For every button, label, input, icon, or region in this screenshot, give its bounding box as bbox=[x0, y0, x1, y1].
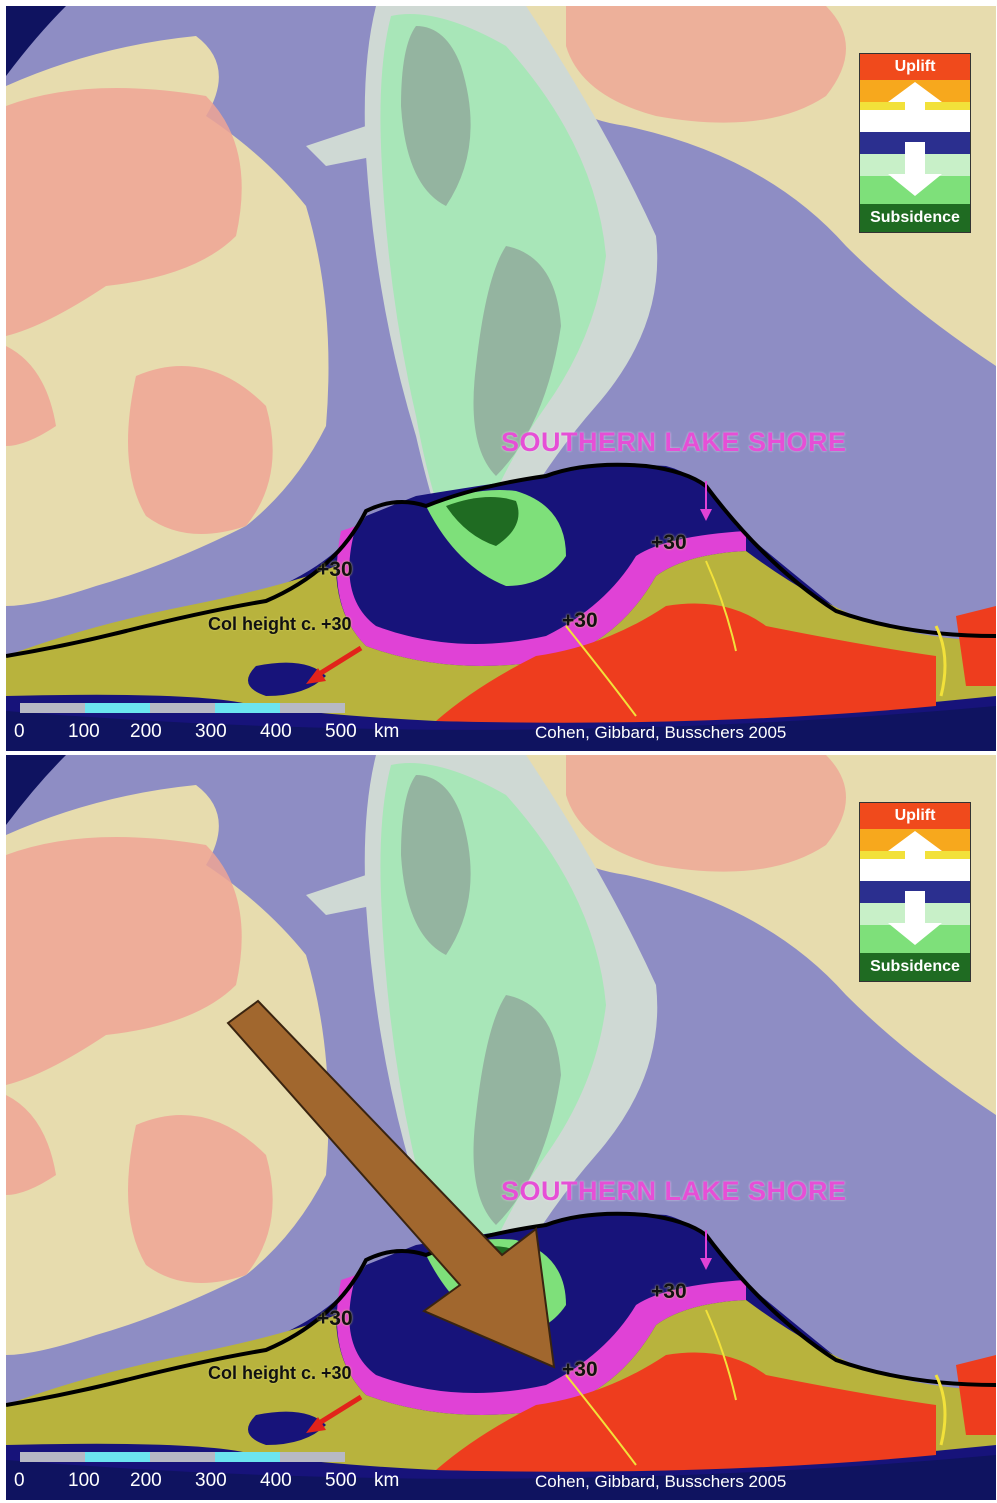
col-channel bbox=[248, 662, 326, 696]
shoreline-boundary bbox=[6, 1211, 996, 1407]
scale-label: 400 bbox=[260, 1470, 292, 1491]
uplift-zone-scandinavia bbox=[566, 6, 846, 123]
legend-subsidence-label: Subsidence bbox=[870, 209, 960, 226]
height-label: +30 bbox=[317, 1307, 353, 1330]
scale-label: 100 bbox=[68, 721, 100, 742]
scale-bar-segment bbox=[215, 703, 280, 713]
lake-shore-zone bbox=[336, 526, 746, 666]
col-arrow bbox=[314, 645, 363, 679]
col-channel bbox=[248, 1411, 326, 1445]
legend-arrows bbox=[888, 82, 942, 196]
scale-bar-segment bbox=[20, 703, 85, 713]
scale-label: 0 bbox=[14, 721, 25, 742]
brown-annotation-arrow bbox=[226, 999, 556, 1369]
col-height-label: Col height c. +30 bbox=[208, 1363, 352, 1383]
scale-bar-segment bbox=[150, 703, 215, 713]
credit: Cohen, Gibbard, Busschers 2005 bbox=[535, 723, 787, 742]
legend-arrows bbox=[888, 831, 942, 945]
scale-label: 100 bbox=[68, 1470, 100, 1491]
shoreline-boundary bbox=[6, 462, 996, 658]
map-panel-top: SOUTHERN LAKE SHORE +30 +30 +30 Col heig… bbox=[6, 6, 996, 751]
scale-unit: km bbox=[374, 1470, 400, 1491]
legend: Uplift Subsidence bbox=[859, 802, 971, 982]
scale-label: 200 bbox=[130, 1470, 162, 1491]
scale-label: 500 bbox=[325, 1470, 357, 1491]
lake-shore-label: SOUTHERN LAKE SHORE bbox=[501, 1176, 847, 1206]
uplift-zone-scandinavia bbox=[566, 755, 846, 872]
scale-label: 500 bbox=[325, 721, 357, 742]
col-height-label: Col height c. +30 bbox=[208, 614, 352, 634]
scale-bar-segment bbox=[85, 1452, 150, 1462]
lake-shore-zone bbox=[336, 1275, 746, 1415]
scale-label: 0 bbox=[14, 1470, 25, 1491]
scale-unit: km bbox=[374, 721, 400, 742]
map-graphic bbox=[6, 6, 996, 751]
credit: Cohen, Gibbard, Busschers 2005 bbox=[535, 1472, 787, 1491]
legend-uplift-label: Uplift bbox=[894, 807, 936, 824]
height-label: +30 bbox=[317, 558, 353, 581]
height-label: +30 bbox=[562, 1358, 598, 1381]
scale-bar-segment bbox=[280, 703, 345, 713]
scale-label: 300 bbox=[195, 1470, 227, 1491]
scale-label: 200 bbox=[130, 721, 162, 742]
scale-bar-segment bbox=[215, 1452, 280, 1462]
uplift-zone-scotland bbox=[6, 837, 242, 1085]
col-arrow bbox=[314, 1394, 363, 1428]
uplift-zone-wales bbox=[128, 1115, 273, 1283]
uplift-zone-scotland bbox=[6, 88, 242, 336]
height-label: +30 bbox=[562, 609, 598, 632]
scale-label: 300 bbox=[195, 721, 227, 742]
legend: Uplift Subsidence bbox=[859, 53, 971, 233]
map-graphic bbox=[6, 755, 996, 1500]
uplift-zone-wales bbox=[128, 366, 273, 534]
scale-bar-segment bbox=[85, 703, 150, 713]
legend-subsidence-label: Subsidence bbox=[870, 958, 960, 975]
height-label: +30 bbox=[651, 531, 687, 554]
legend-uplift-label: Uplift bbox=[894, 58, 936, 75]
uplift-zone-south bbox=[436, 603, 936, 723]
height-label: +30 bbox=[651, 1280, 687, 1303]
map-panel-bottom: SOUTHERN LAKE SHORE +30 +30 +30 Col heig… bbox=[6, 755, 996, 1500]
lake-shore-label: SOUTHERN LAKE SHORE bbox=[501, 427, 847, 457]
scale-bar-segment bbox=[20, 1452, 85, 1462]
scale-label: 400 bbox=[260, 721, 292, 742]
scale-bar-segment bbox=[150, 1452, 215, 1462]
scale-bar-segment bbox=[280, 1452, 345, 1462]
uplift-zone-south bbox=[436, 1352, 936, 1472]
